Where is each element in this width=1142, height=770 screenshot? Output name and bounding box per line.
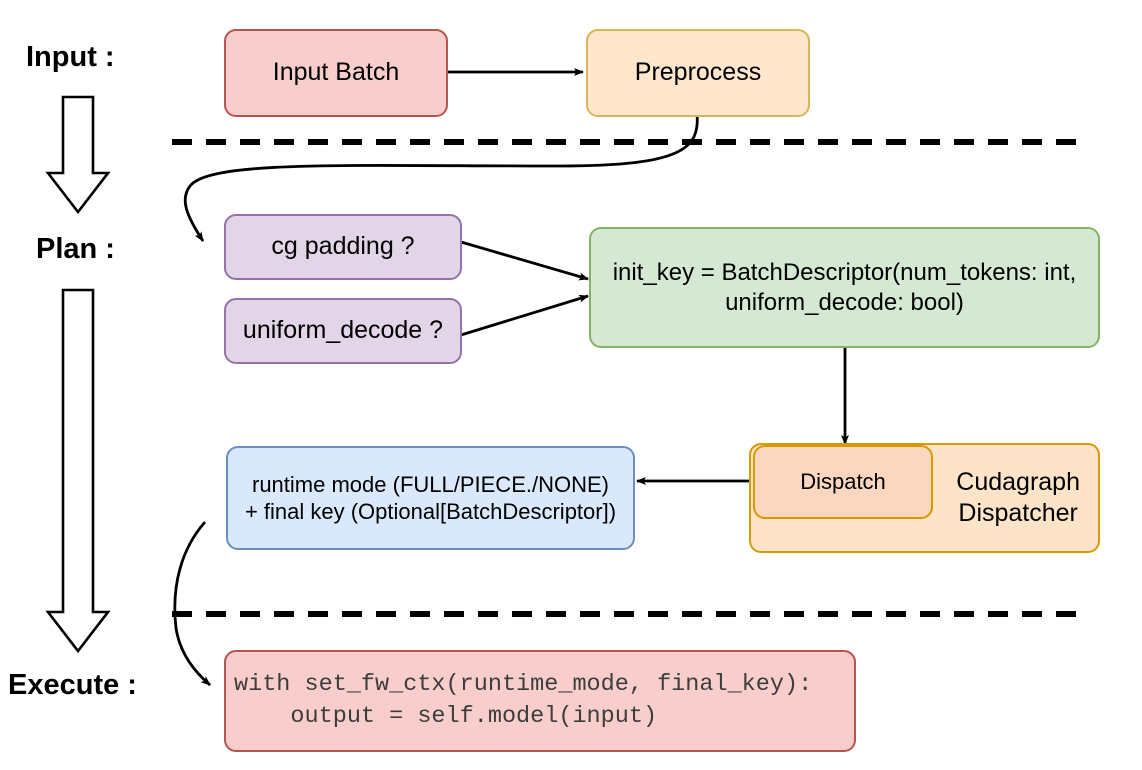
- stage-arrow-input-to-plan: [45, 95, 111, 215]
- execute-code-text: with set_fw_ctx(runtime_mode, final_key)…: [234, 669, 812, 732]
- node-dispatch[interactable]: Dispatch: [753, 445, 933, 519]
- node-uniform-decode[interactable]: uniform_decode ?: [224, 298, 462, 364]
- execute-code-line-1: with set_fw_ctx(runtime_mode, final_key)…: [234, 671, 813, 699]
- edge-runtime-mode-to-execute-code: [173, 521, 211, 687]
- edge-cg-padding-to-init-key: [460, 240, 589, 281]
- execute-code-line-2: output = self.model(input): [234, 703, 658, 730]
- stage-label-input: Input :: [26, 41, 115, 73]
- stage-label-plan: Plan :: [36, 233, 115, 265]
- node-preprocess[interactable]: Preprocess: [586, 29, 810, 117]
- node-input-batch[interactable]: Input Batch: [224, 29, 448, 117]
- node-execute-code[interactable]: with set_fw_ctx(runtime_mode, final_key)…: [224, 650, 856, 752]
- stage-arrow-plan-to-execute: [45, 288, 111, 654]
- node-runtime-mode[interactable]: runtime mode (FULL/PIECE./NONE) + final …: [226, 446, 635, 550]
- edge-uniform-decode-to-init-key: [460, 294, 589, 337]
- node-cg-padding[interactable]: cg padding ?: [224, 214, 462, 280]
- stage-label-execute: Execute :: [8, 669, 137, 701]
- node-init-key[interactable]: init_key = BatchDescriptor(num_tokens: i…: [589, 227, 1100, 348]
